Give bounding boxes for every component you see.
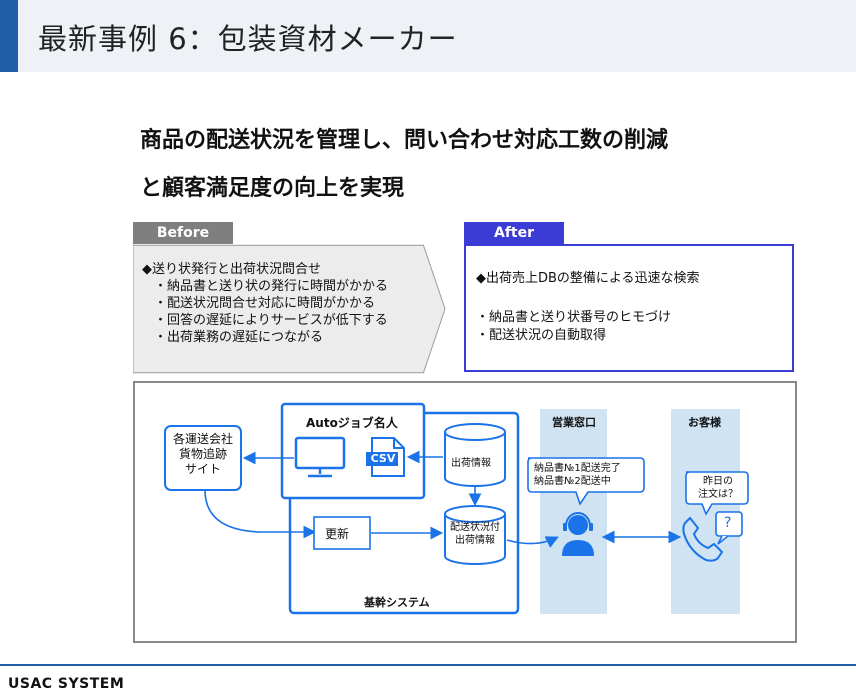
footer-divider <box>0 664 856 666</box>
customer-speech-bubble <box>685 471 749 516</box>
header-bar: 最新事例 6：包装資材メーカー <box>0 0 856 72</box>
after-item: ・納品書と送り状番号のヒモづけ <box>476 310 672 325</box>
after-box <box>464 244 794 372</box>
update-box <box>313 516 371 550</box>
monitor-icon <box>294 436 346 478</box>
before-arrow-box <box>133 244 446 374</box>
question-bubble-icon <box>715 511 743 545</box>
headline-line-2: と顧客満足度の向上を実現 <box>140 176 405 201</box>
sales-column-bg <box>540 409 607 614</box>
before-tab: Before <box>133 222 233 244</box>
before-item: ・納品書と送り状の発行に時間がかかる <box>154 279 389 294</box>
customer-label: お客様 <box>688 416 721 429</box>
csv-label: CSV <box>370 452 396 465</box>
carrier-site-label: 各運送会社 貨物追跡 サイト <box>172 432 233 476</box>
header-accent <box>0 0 18 72</box>
before-item-heading: ◆送り状発行と出荷状況問合せ <box>142 262 321 277</box>
sales-bubble-text: 納品書№1配送完了 納品書№2配送中 <box>534 463 621 487</box>
before-item: ・出荷業務の遅延につながる <box>154 330 324 345</box>
customer-bubble-text: 昨日の 注文は？ <box>698 476 738 500</box>
db-bottom-label: 配送状況付 出荷情報 <box>450 522 500 546</box>
after-tab: After <box>464 222 564 244</box>
db-top-label: 出荷情報 <box>451 458 491 469</box>
headline-line-1: 商品の配送状況を管理し、問い合わせ対応工数の削減 <box>140 128 669 153</box>
before-list: ◆送り状発行と出荷状況問合せ ・納品書と送り状の発行に時間がかかる ・配送状況問… <box>142 261 388 346</box>
after-item: ・配送状況の自動取得 <box>476 328 607 343</box>
sales-window-label: 営業窓口 <box>552 416 596 429</box>
phone-icon <box>682 516 724 562</box>
after-heading: ◆出荷売上DBの整備による迅速な検索 <box>476 271 700 286</box>
page-title: 最新事例 6：包装資材メーカー <box>38 22 458 56</box>
company-logo: USAC SYSTEM <box>8 676 125 692</box>
operator-headset-icon <box>562 512 594 556</box>
before-item: ・回答の遅延によりサービスが低下する <box>154 313 388 328</box>
before-item: ・配送状況問合せ対応に時間がかかる <box>154 296 376 311</box>
sales-speech-bubble <box>527 457 645 506</box>
update-label: 更新 <box>325 527 350 541</box>
core-system-label: 基幹システム <box>364 596 430 609</box>
carrier-site-box <box>164 425 242 491</box>
csv-file-icon <box>366 437 405 477</box>
auto-job-label: Autoジョブ名人 <box>306 416 398 430</box>
delivery-db-cylinder <box>444 505 506 565</box>
question-mark: ? <box>724 515 732 531</box>
shipping-db-cylinder <box>444 423 506 487</box>
